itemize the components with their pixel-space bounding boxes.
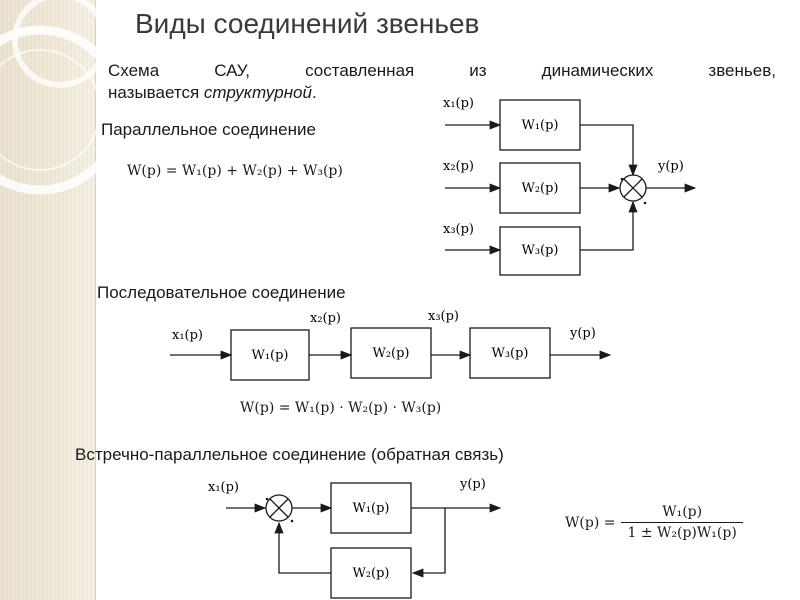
feedback-heading: Встречно-параллельное соединение (обратн… (75, 445, 504, 464)
intro-word: САУ, (214, 61, 251, 80)
parallel-input-2: x₂(p) (443, 159, 474, 174)
intro-word: из (469, 61, 487, 80)
feedback-formula-numerator: W₁(p) (662, 504, 703, 520)
feedback-fraction: W₁(p) 1 ± W₂(p)W₁(p) (621, 504, 743, 541)
parallel-block-3-label: W₃(p) (521, 243, 558, 258)
intro-suffix: . (311, 83, 317, 102)
decorative-rings (0, 0, 120, 195)
intro-word: звеньев, (708, 61, 776, 80)
intro-italic-term: структурной (203, 83, 312, 102)
intro-line-1: Схема САУ, составленная из динамических … (108, 60, 776, 82)
feedback-input: x₁(p) (208, 480, 239, 495)
feedback-block-2-label: W₂(p) (352, 566, 389, 581)
series-block-1-label: W₁(p) (251, 348, 288, 363)
intro-line-2: называется структурной. (108, 82, 776, 104)
intro-paragraph: Схема САУ, составленная из динамических … (108, 60, 776, 104)
feedback-output: y(p) (459, 477, 486, 492)
series-label-x2: x₂(p) (310, 311, 341, 326)
series-block-3-label: W₃(p) (491, 346, 528, 361)
series-formula: W(p) = W₁(p) · W₂(p) · W₃(p) (240, 400, 442, 416)
feedback-formula-denominator: 1 ± W₂(p)W₁(p) (621, 522, 743, 541)
intro-word: Схема (108, 61, 160, 80)
intro-word: динамических (541, 61, 654, 80)
series-label-x1: x₁(p) (172, 328, 203, 343)
parallel-input-3: x₃(p) (443, 222, 474, 237)
intro-word: составленная (305, 61, 415, 80)
slide-title: Виды соединений звеньев (135, 8, 480, 39)
parallel-input-1: x₁(p) (443, 96, 474, 111)
series-block-2-label: W₂(p) (372, 346, 409, 361)
parallel-output: y(p) (657, 159, 684, 174)
parallel-block-2-label: W₂(p) (521, 181, 558, 196)
parallel-block-1-label: W₁(p) (521, 118, 558, 133)
feedback-block-1-label: W₁(p) (352, 501, 389, 516)
series-label-y: y(p) (569, 326, 596, 341)
parallel-heading: Параллельное соединение (101, 120, 316, 139)
decorative-side-band (0, 0, 96, 600)
intro-prefix: называется (108, 83, 204, 102)
feedback-formula: W(p) = W₁(p) 1 ± W₂(p)W₁(p) (565, 504, 743, 541)
feedback-formula-lhs: W(p) = (565, 514, 616, 531)
series-heading: Последовательное соединение (97, 283, 346, 302)
series-label-x3: x₃(p) (428, 309, 459, 324)
parallel-formula: W(p) = W₁(p) + W₂(p) + W₃(p) (127, 163, 343, 179)
